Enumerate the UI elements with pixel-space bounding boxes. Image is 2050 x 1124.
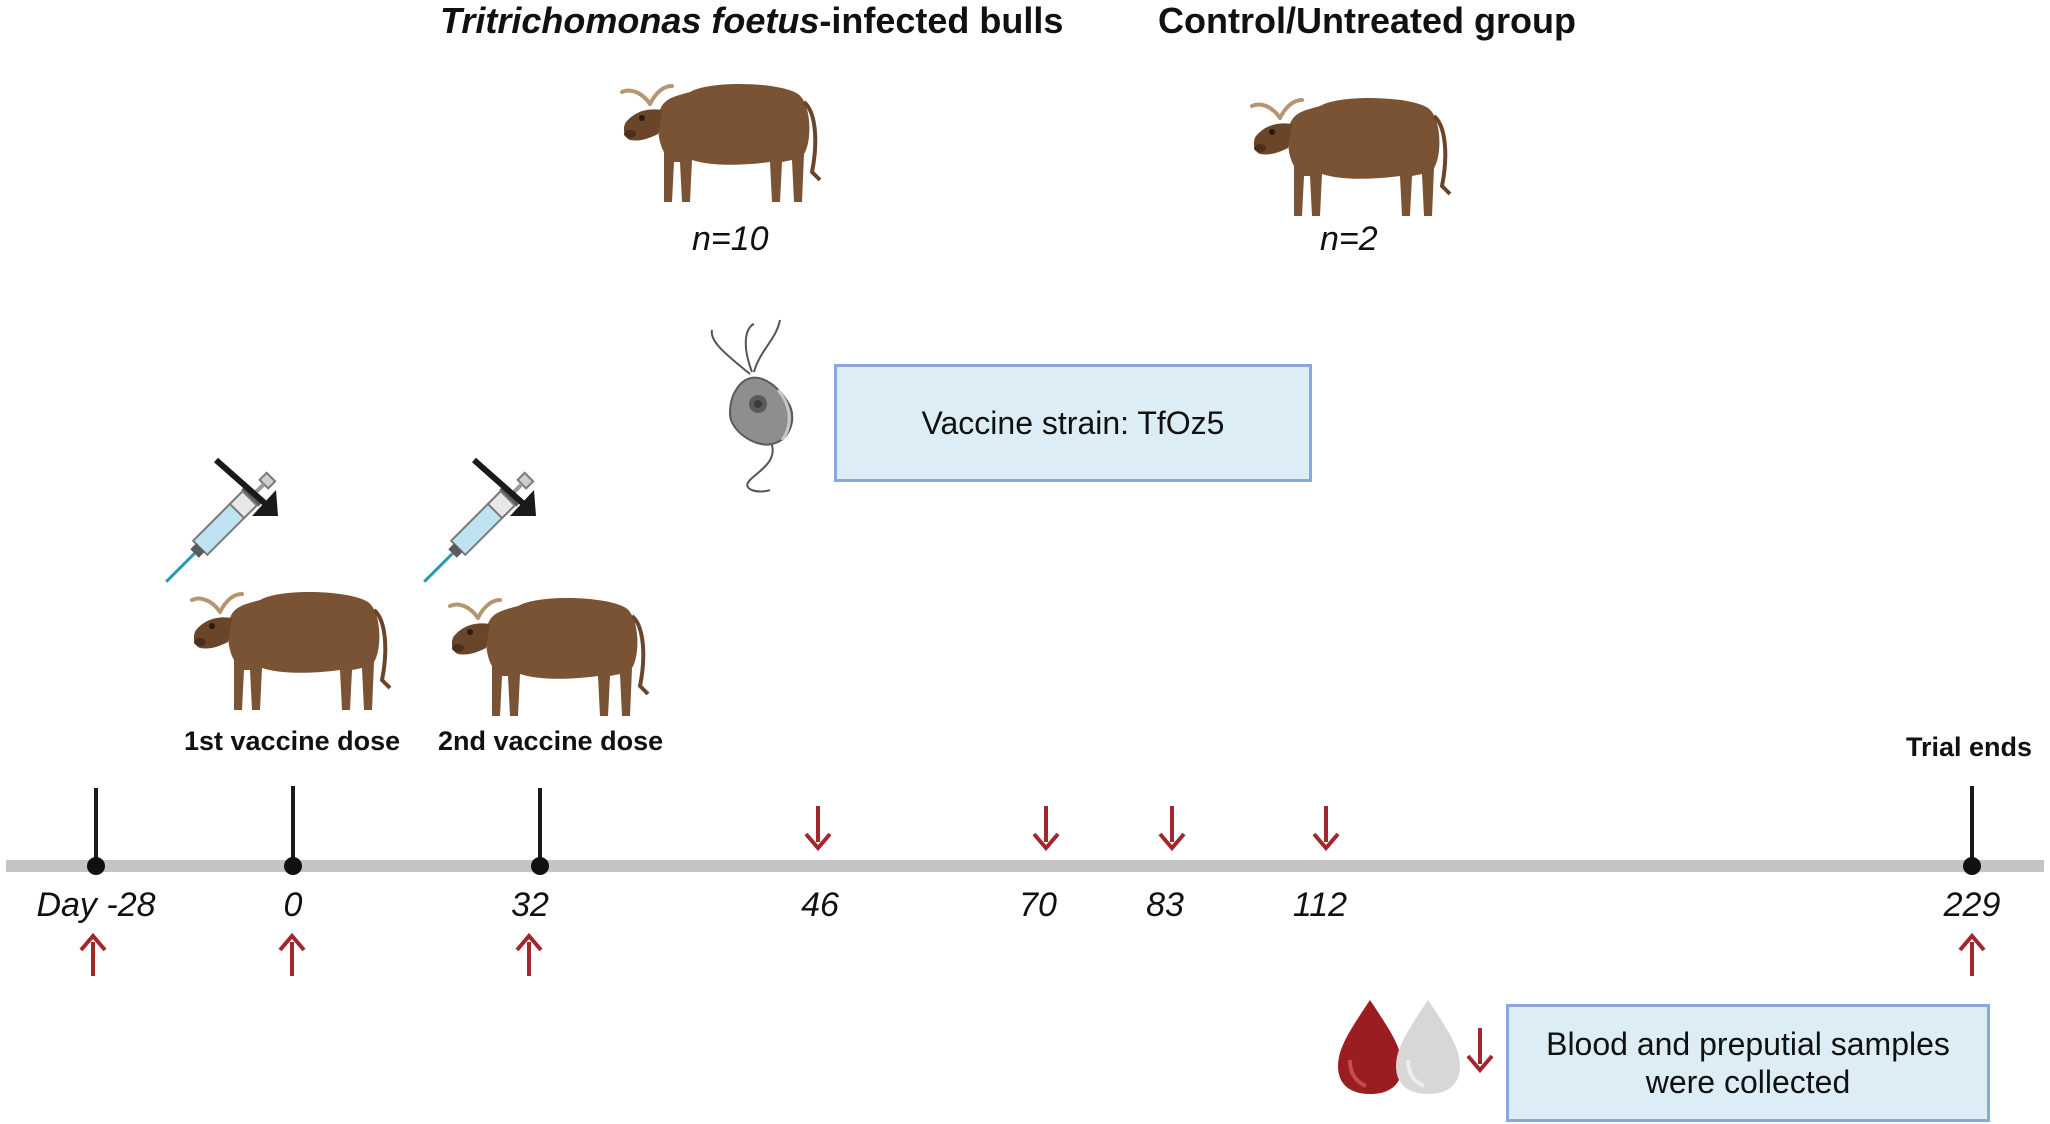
sampling-arrow-day229 xyxy=(1958,934,1986,978)
day-label-112: 112 xyxy=(1292,886,1348,924)
vaccine-strain-label: Vaccine strain: TfOz5 xyxy=(921,404,1225,441)
control-group-n: n=2 xyxy=(1320,220,1378,258)
syringe-icon-dose1 xyxy=(156,467,281,592)
parasite-icon xyxy=(710,319,794,493)
infected-group-title: Tritrichomonas foetus-infected bulls xyxy=(440,0,1063,42)
bull-icon-dose2 xyxy=(448,595,650,718)
control-group-title: Control/Untreated group xyxy=(1158,0,1576,41)
day-label-46: 46 xyxy=(801,886,839,924)
day-label-229: 229 xyxy=(1943,886,2001,924)
sampling-arrow-day46 xyxy=(804,804,832,850)
day-label-0: 0 xyxy=(283,886,303,924)
infected-group-title-rest: -infected bulls xyxy=(819,0,1064,41)
infected-group-bull-icon xyxy=(620,81,822,204)
blood-drop-icon xyxy=(1338,1000,1402,1094)
injection-arrow-icon-dose2 xyxy=(472,457,536,516)
trial-end-label: Trial ends xyxy=(1906,732,2033,762)
infected-group-title-species: Tritrichomonas foetus xyxy=(440,0,820,41)
vaccine-strain-box: Vaccine strain: TfOz5 xyxy=(834,364,1312,482)
bull-icon-dose1 xyxy=(190,589,392,712)
sampling-legend-label: Blood and preputial samples were collect… xyxy=(1546,1025,1950,1100)
day-label-83: 83 xyxy=(1146,886,1184,924)
preputial-sample-drop-icon xyxy=(1396,1000,1460,1094)
sampling-arrow-day112 xyxy=(1312,804,1340,850)
dose2-label: 2nd vaccine dose xyxy=(438,726,664,756)
sampling-arrow-day0 xyxy=(278,934,306,978)
day-label-minus28: Day -28 xyxy=(36,886,156,924)
day-label-32: 32 xyxy=(511,886,549,924)
sampling-arrow-day-28 xyxy=(79,934,107,978)
dose1-label: 1st vaccine dose xyxy=(184,726,401,756)
sampling-arrow-day83 xyxy=(1158,804,1186,850)
day-label-70: 70 xyxy=(1019,886,1057,924)
legend-sampling-arrow-icon xyxy=(1466,1026,1494,1072)
infected-group-n: n=10 xyxy=(692,220,769,258)
sampling-arrow-day32 xyxy=(515,934,543,978)
syringe-icon-dose2 xyxy=(414,467,539,592)
sampling-arrow-day70 xyxy=(1032,804,1060,850)
injection-arrow-icon-dose1 xyxy=(214,457,278,516)
timeline-markers xyxy=(87,786,1981,875)
control-group-bull-icon xyxy=(1250,95,1452,218)
sampling-legend-box: Blood and preputial samples were collect… xyxy=(1506,1004,1990,1122)
